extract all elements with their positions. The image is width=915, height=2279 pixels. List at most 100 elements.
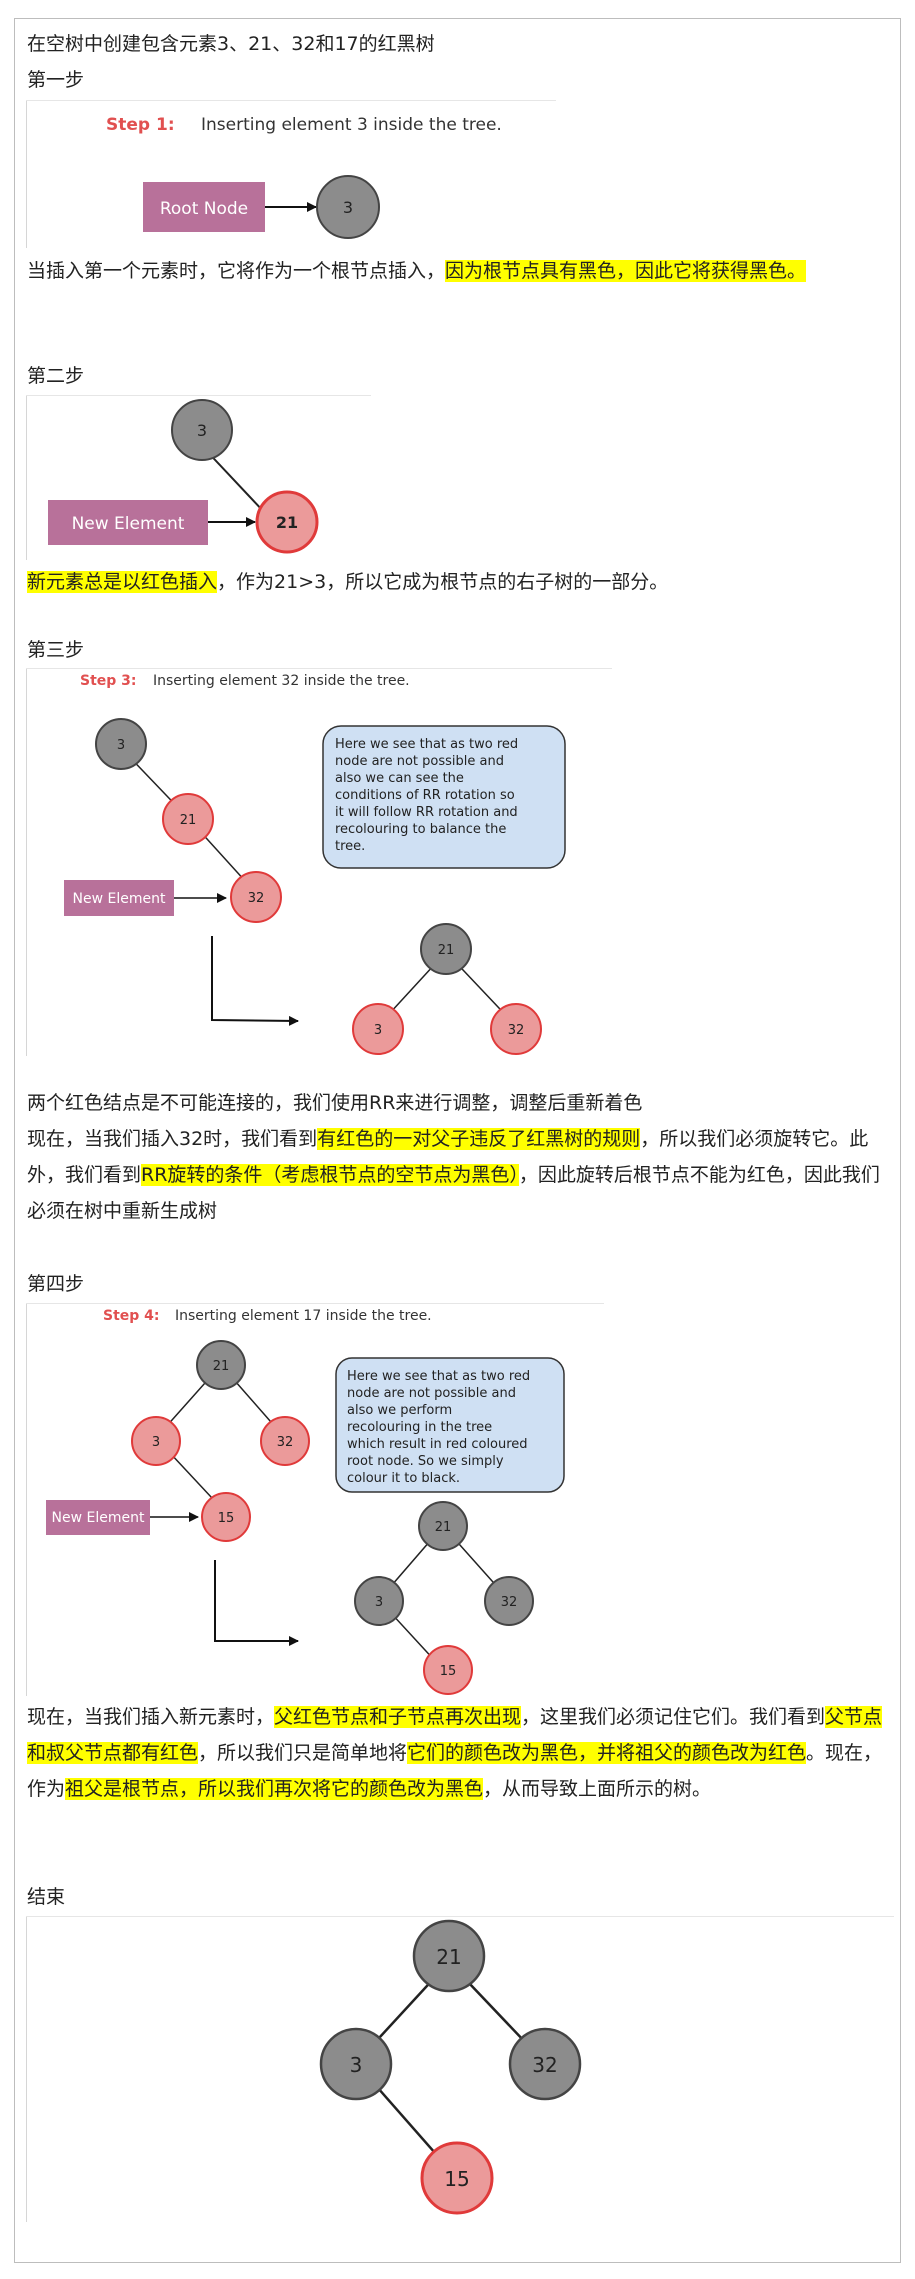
step1-heading: 第一步: [27, 69, 85, 91]
highlighted-text: 祖父是根节点，所以我们再次将它的颜色改为黑色: [65, 1778, 484, 1800]
tree-node-black: [412, 1919, 486, 1993]
tree-node-red: [352, 1003, 404, 1055]
text-span: ，所以我们只是简单地将: [198, 1742, 408, 1764]
step1-paragraph: 当插入第一个元素时，它将作为一个根节点插入，因为根节点具有黑色，因此它将获得黑色…: [27, 253, 889, 289]
new-element-box: [48, 500, 208, 545]
tree-node-red: [201, 1492, 251, 1542]
node-label: 32: [501, 1595, 518, 1610]
tree-node-red: [230, 871, 282, 923]
tree-node-red: [260, 1416, 310, 1466]
tree-node-black: [316, 175, 380, 239]
tree-node-black: [354, 1576, 404, 1626]
text-span: 当插入第一个元素时，它将作为一个根节点插入，: [27, 260, 446, 282]
node-label: 21: [436, 1945, 461, 1969]
text-span: 现在，当我们插入新元素时，: [27, 1706, 275, 1728]
step3-figure: Step 3: Inserting element 32 inside the …: [26, 668, 612, 1056]
new-element-box: [46, 1500, 150, 1535]
step4-figure: Step 4: Inserting element 17 inside the …: [26, 1303, 604, 1696]
final-figure: 21 3 32 15: [26, 1916, 894, 2222]
step1-label: Step 1:: [106, 115, 175, 135]
node-label: 15: [444, 2167, 469, 2191]
tree-node-black: [95, 718, 147, 770]
tree-node-red: [131, 1416, 181, 1466]
node-label: 21: [435, 1520, 452, 1535]
text-span: 。现在，作为: [27, 1742, 883, 1800]
new-element-label: New Element: [52, 1510, 145, 1526]
tree-node-black: [171, 399, 233, 461]
step3-paragraph: 现在，当我们插入32时，我们看到有红色的一对父子违反了红黑树的规则，所以我们必须…: [27, 1121, 889, 1229]
tree-node-black: [508, 2027, 582, 2101]
step1-diagram: Step 1: Inserting element 3 inside the t…: [106, 115, 502, 239]
node-label: 21: [213, 1359, 230, 1374]
step1-figure: Step 1: Inserting element 3 inside the t…: [26, 100, 556, 248]
text-span: ，所以我们必须旋转它。此外，我们看到: [27, 1128, 869, 1186]
step1-caption: Inserting element 3 inside the tree.: [201, 115, 502, 135]
node-label: 21: [438, 943, 455, 958]
note-box: [322, 725, 566, 869]
step2-paragraph: 新元素总是以红色插入，作为21>3，所以它成为根节点的右子树的一部分。: [27, 564, 889, 600]
note-text: Here we see that as two red node are not…: [335, 737, 522, 854]
note-box: [335, 1357, 565, 1493]
node-label: 3: [375, 1595, 383, 1610]
text-span: ，这里我们必须记住它们。我们看到: [521, 1706, 826, 1728]
tree-node-red: [420, 2141, 494, 2215]
step2-heading: 第二步: [27, 365, 85, 387]
page-title: 在空树中创建包含元素3、21、32和17的红黑树: [27, 33, 435, 55]
step3-label: Step 3:: [80, 673, 137, 689]
article-frame: [14, 18, 901, 2263]
node-label: 21: [180, 813, 197, 828]
step3-diagram: Step 3: Inserting element 32 inside the …: [64, 673, 566, 1055]
node-label: 15: [440, 1664, 457, 1679]
text-span: ，因此旋转后根节点不能为红色，因此我们必须在树中重新生成树: [27, 1164, 880, 1222]
node-label: 3: [350, 2053, 363, 2077]
tree-node-black: [484, 1576, 534, 1626]
node-label: 15: [218, 1511, 235, 1526]
tree-node-red: [423, 1645, 473, 1695]
step4-heading: 第四步: [27, 1273, 85, 1295]
highlighted-text: 有红色的一对父子违反了红黑树的规则: [317, 1128, 641, 1150]
node-label: 3: [152, 1435, 160, 1450]
tree-node-red: [490, 1003, 542, 1055]
step2-figure: 3 21 New Element: [26, 395, 371, 560]
new-element-label: New Element: [72, 514, 185, 534]
highlighted-text: 因为根节点具有黑色，因此它将获得黑色。: [445, 260, 807, 282]
node-label: 32: [532, 2053, 557, 2077]
new-element-label: New Element: [73, 891, 166, 907]
step3-line1: 两个红色结点是不可能连接的，我们使用RR来进行调整，调整后重新着色: [27, 1092, 643, 1114]
highlighted-text: RR旋转的条件（考虑根节点的空节点为黑色）: [141, 1164, 519, 1186]
text-span: ，从而导致上面所示的树。: [483, 1778, 712, 1800]
step4-caption: Inserting element 17 inside the tree.: [175, 1308, 432, 1324]
tree-node-red: [162, 793, 214, 845]
step4-label: Step 4:: [103, 1308, 160, 1324]
node-label: 32: [248, 891, 265, 906]
tree-node-black: [418, 1501, 468, 1551]
node-label: 32: [508, 1023, 525, 1038]
note-text: Here we see that as two red node are not…: [347, 1369, 534, 1486]
step4-diagram: Step 4: Inserting element 17 inside the …: [46, 1308, 565, 1695]
node-label: 3: [343, 198, 353, 217]
final-heading: 结束: [27, 1886, 66, 1908]
new-element-box: [64, 880, 174, 916]
rotation-arrow: [211, 936, 299, 1026]
step2-diagram: 3 21 New Element: [48, 399, 319, 554]
text-span: ，作为21>3，所以它成为根节点的右子树的一部分。: [217, 571, 669, 593]
highlighted-text: 它们的颜色改为黑色，并将祖父的颜色改为红色: [407, 1742, 807, 1764]
node-label: 21: [276, 513, 298, 532]
root-node-label: Root Node: [160, 199, 248, 219]
tree-node-black: [420, 923, 472, 975]
step4-paragraph: 现在，当我们插入新元素时，父红色节点和子节点再次出现，这里我们必须记住它们。我们…: [27, 1699, 889, 1807]
node-label: 3: [117, 738, 125, 753]
node-label: 3: [374, 1023, 382, 1038]
tree-node-black: [319, 2027, 393, 2101]
tree-node-red: [255, 490, 319, 554]
highlighted-text: 新元素总是以红色插入: [27, 571, 218, 593]
text-span: 现在，当我们插入32时，我们看到: [27, 1128, 318, 1150]
final-diagram: 21 3 32 15: [319, 1919, 582, 2215]
step3-heading: 第三步: [27, 639, 85, 661]
node-label: 3: [197, 421, 207, 440]
root-node-box: [143, 182, 265, 232]
recolour-arrow: [214, 1560, 299, 1646]
step3-caption: Inserting element 32 inside the tree.: [153, 673, 410, 689]
highlighted-text: 父红色节点和子节点再次出现: [274, 1706, 522, 1728]
tree-node-black: [196, 1340, 246, 1390]
